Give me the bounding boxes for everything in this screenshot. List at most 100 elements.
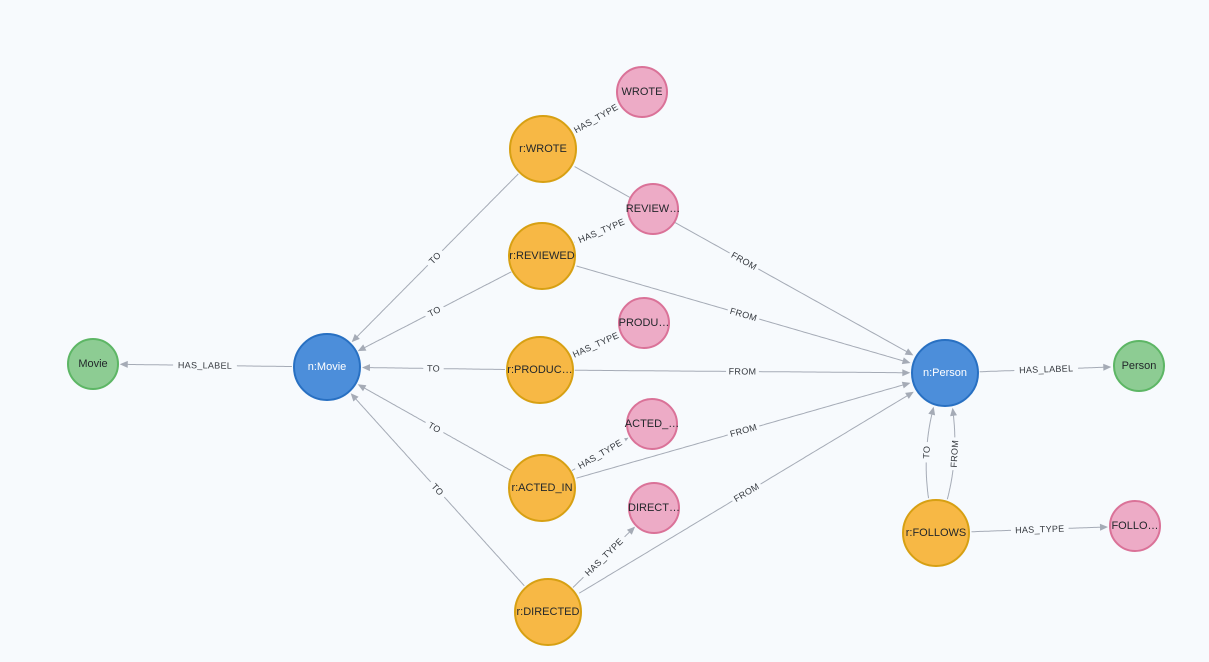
graph-node-person-label-node[interactable]: Person <box>1113 340 1165 392</box>
graph-node-follows-type[interactable]: FOLLO… <box>1109 500 1161 552</box>
graph-node-directed-type[interactable]: DIRECT… <box>628 482 680 534</box>
node-circle[interactable] <box>616 66 668 118</box>
edge-label: FROM <box>729 422 758 439</box>
edge-label-group: HAS_TYPE <box>579 532 629 582</box>
arrowhead-icon <box>351 333 360 343</box>
node-circle[interactable] <box>902 499 970 567</box>
edge-label-group: TO <box>422 417 447 438</box>
arrowhead-icon <box>928 406 936 416</box>
graph-node-wrote-type[interactable]: WROTE <box>616 66 668 118</box>
edge-label: FROM <box>729 306 758 323</box>
edge-label-group: HAS_TYPE <box>1010 522 1069 536</box>
edge-label: TO <box>921 445 932 458</box>
node-label: r:REVIEWED <box>509 250 574 262</box>
edge-label-backing <box>726 304 761 325</box>
arrowhead-icon <box>119 360 128 368</box>
edge-label-group: HAS_TYPE <box>572 434 628 474</box>
graph-edge-r-follows-to-n-person[interactable]: TO <box>920 406 936 499</box>
edge-label-backing <box>726 248 762 274</box>
node-label: Movie <box>78 358 107 370</box>
node-circle[interactable] <box>1109 500 1161 552</box>
edge-label-group: FROM <box>729 479 764 506</box>
edge-label-backing <box>920 441 933 463</box>
node-label: r:WROTE <box>519 143 567 155</box>
edge-label-group: TO <box>422 301 447 322</box>
graph-edge-n-person-has_label-person-label-node[interactable]: HAS_LABEL <box>979 362 1112 376</box>
graph-edge-r-acted-in-has_type-acted-in-type[interactable]: HAS_TYPE <box>571 434 629 474</box>
graph-edge-r-produced-to-n-movie[interactable]: TO <box>362 362 505 375</box>
node-circle[interactable] <box>508 222 576 290</box>
graph-edge-r-acted-in-to-n-movie[interactable]: TO <box>357 384 512 472</box>
graph-node-r-directed[interactable]: r:DIRECTED <box>514 578 582 646</box>
graph-node-produced-type[interactable]: PRODU… <box>618 297 670 349</box>
graph-node-n-person[interactable]: n:Person <box>911 339 979 407</box>
edge-label: FROM <box>729 366 757 376</box>
node-circle[interactable] <box>627 183 679 235</box>
node-label: REVIEW… <box>626 203 680 215</box>
graph-edge-r-wrote-has_type-wrote-type[interactable]: HAS_TYPE <box>568 99 624 138</box>
arrowhead-icon <box>626 526 636 535</box>
edge-label: HAS_TYPE <box>583 536 625 578</box>
edge-label: FROM <box>729 250 758 272</box>
edge-label: HAS_TYPE <box>572 102 620 135</box>
graph-node-r-produced[interactable]: r:PRODUC… <box>506 336 574 404</box>
edge-label: HAS_TYPE <box>577 217 626 245</box>
graph-edge-r-produced-from-n-person[interactable]: FROM <box>574 365 911 378</box>
edge-label-group: FROM <box>726 365 759 378</box>
graph-node-r-acted-in[interactable]: r:ACTED_IN <box>508 454 576 522</box>
graph-node-movie-label-node[interactable]: Movie <box>67 338 119 390</box>
node-circle[interactable] <box>508 454 576 522</box>
node-circle[interactable] <box>911 339 979 407</box>
graph-edge-r-follows-from-n-person[interactable]: FROM <box>946 407 961 500</box>
edge-label: HAS_LABEL <box>178 360 232 371</box>
edge-label-backing <box>729 479 764 506</box>
arrowhead-icon <box>902 369 911 377</box>
node-circle[interactable] <box>509 115 577 183</box>
node-circle[interactable] <box>618 297 670 349</box>
graph-edge-r-follows-has_type-follows-type[interactable]: HAS_TYPE <box>971 522 1109 536</box>
node-circle[interactable] <box>626 398 678 450</box>
arrowhead-icon <box>357 344 367 352</box>
arrowhead-icon <box>950 407 957 417</box>
edge-label-group: TO <box>920 441 933 463</box>
edge-label: HAS_LABEL <box>1019 363 1074 375</box>
node-circle[interactable] <box>1113 340 1165 392</box>
node-circle[interactable] <box>506 336 574 404</box>
node-label: n:Movie <box>308 361 347 373</box>
node-circle[interactable] <box>67 338 119 390</box>
graph-edge-r-directed-to-n-movie[interactable]: TO <box>350 393 525 587</box>
graph-edge-r-produced-has_type-produced-type[interactable]: HAS_TYPE <box>567 327 625 362</box>
edge-label-backing <box>423 246 447 270</box>
edge-label: HAS_TYPE <box>576 437 624 471</box>
node-circle[interactable] <box>293 333 361 401</box>
graph-node-n-movie[interactable]: n:Movie <box>293 333 361 401</box>
node-label: DIRECT… <box>628 502 680 514</box>
edge-label-backing <box>567 327 625 362</box>
node-circle[interactable] <box>628 482 680 534</box>
node-label: Person <box>1122 360 1157 372</box>
node-label: r:DIRECTED <box>517 606 580 618</box>
edge-label-group: FROM <box>726 304 761 325</box>
graph-node-acted-in-type[interactable]: ACTED_… <box>625 398 679 450</box>
graph-node-r-follows[interactable]: r:FOLLOWS <box>902 499 970 567</box>
node-circle[interactable] <box>514 578 582 646</box>
edge-label-group: FROM <box>948 437 961 471</box>
edge-label-backing <box>173 359 237 372</box>
edge-label-group: HAS_TYPE <box>568 99 624 138</box>
graph-edge-n-movie-has_label-movie-label-node[interactable]: HAS_LABEL <box>119 359 292 372</box>
graph-node-r-reviewed[interactable]: r:REVIEWED <box>508 222 576 290</box>
edge-label-backing <box>1014 362 1079 376</box>
graph-node-reviewed-type[interactable]: REVIEW… <box>626 183 680 235</box>
graph-edge-r-reviewed-has_type-reviewed-type[interactable]: HAS_TYPE <box>572 214 631 248</box>
edge-label: TO <box>427 363 440 373</box>
node-label: r:FOLLOWS <box>906 527 967 539</box>
node-label: n:Person <box>923 367 967 379</box>
graph-edge-r-reviewed-to-n-movie[interactable]: TO <box>357 271 512 352</box>
edge-label-backing <box>422 301 447 322</box>
node-label: r:ACTED_IN <box>511 482 572 494</box>
edge-label-backing <box>572 214 631 248</box>
graph-node-r-wrote[interactable]: r:WROTE <box>509 115 577 183</box>
arrowhead-icon <box>1103 363 1112 371</box>
